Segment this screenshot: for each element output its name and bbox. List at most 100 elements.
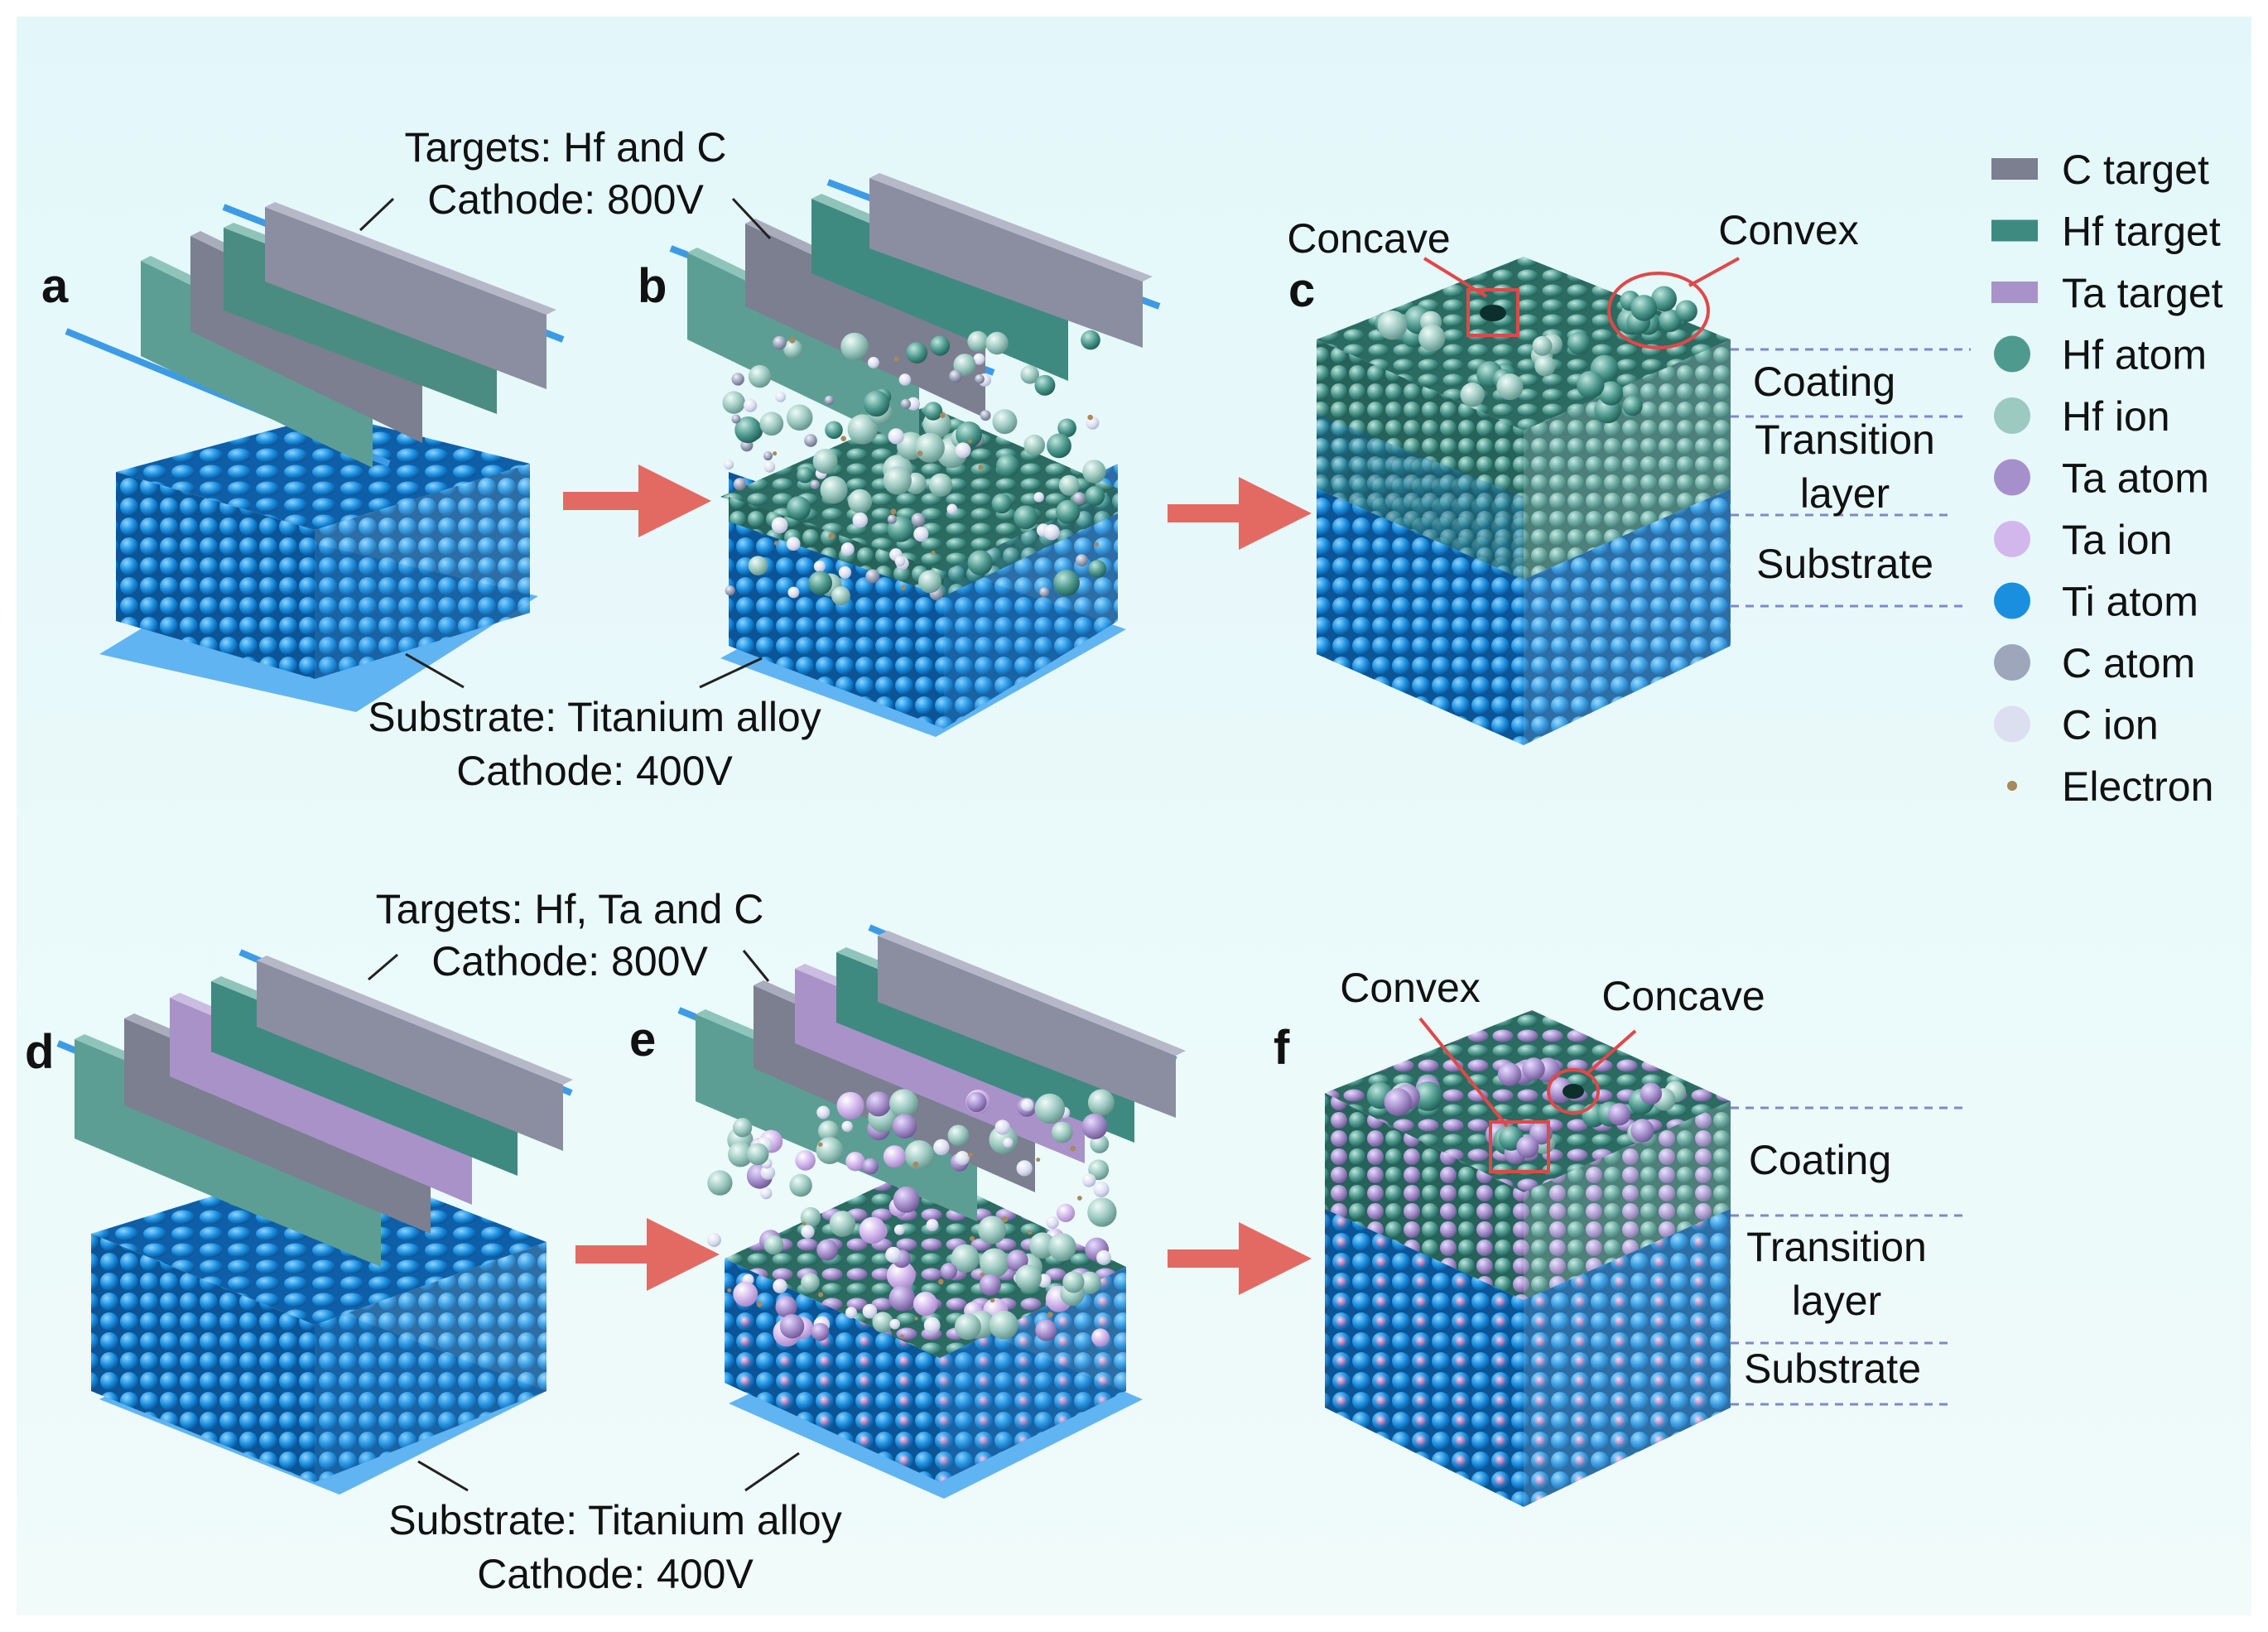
legend-swatch [1991,219,2038,242]
panel-label-a: a [41,259,69,313]
concave-pit [1480,305,1506,321]
plasma-particle [812,449,838,474]
legend-label: Ta atom [2062,455,2209,502]
plasma-particle [888,428,904,445]
plasma-particle [930,335,951,356]
plasma-particle [898,373,912,386]
legend-label: Hf target [2062,209,2221,255]
panel-label-c: c [1288,263,1315,317]
plasma-particle [783,339,803,359]
plasma-particle [912,1292,938,1317]
plasma-particle [1070,1145,1076,1152]
plasma-particle [808,570,833,595]
plasma-particle [840,332,869,361]
plasma-particle [1014,505,1038,530]
panel-d-targets [56,949,573,1267]
target-leader-b [731,197,772,240]
plasma-particle [966,1091,987,1113]
plasma-particle [939,412,946,418]
plasma-particle [733,478,747,491]
concave-label-c: Concave [1287,215,1450,262]
plasma-particle [863,390,890,417]
plasma-particle [820,475,848,504]
plasma-particle [900,398,912,410]
plasma-particle [862,1158,879,1175]
plasma-particle [1087,414,1093,421]
plasma-particle [1047,1233,1076,1262]
plasma-particle [818,1142,823,1147]
plasma-particle [727,1288,732,1293]
plasma-particle [1096,1249,1111,1265]
surface-atom [1630,295,1658,321]
plasma-particle [728,1142,754,1167]
plasma-particle [802,1221,807,1225]
plasma-particle [955,1151,970,1166]
legend-swatch [1994,335,2030,373]
concave-leader-f [1584,1029,1637,1076]
transition-label-f-2: layer [1792,1278,1881,1324]
plasma-particle [931,551,936,555]
plasma-particle [872,1312,893,1333]
plasma-particle [889,1318,900,1330]
plasma-particle [1091,1328,1110,1347]
plasma-particle [1052,1121,1073,1143]
plasma-particle [1062,1271,1085,1293]
substrate-label-c: Substrate [1756,541,1933,587]
surface-atom [1608,1103,1631,1126]
plasma-particle [991,493,1012,514]
plasma-particle [893,356,899,362]
plasma-particle [789,337,796,344]
legend-label: Ta target [2062,270,2223,316]
plasma-particle [979,1273,1001,1296]
plasma-particle [763,461,776,473]
plasma-particle [1053,570,1080,596]
plasma-particle [763,451,773,461]
plasma-particle [1021,1098,1034,1112]
legend-item: Ta atom [1994,455,2209,502]
plasma-particle [733,1281,758,1307]
plasma-particle [892,1114,917,1139]
plasma-particle [816,1137,844,1164]
convex-leader-c [1688,257,1740,287]
legend-item: Hf atom [1994,332,2207,378]
plasma-particle [933,1139,950,1156]
plasma-particle [949,369,962,383]
panel-f-surface-clusters [1366,1057,1687,1164]
target-leader-d [368,953,398,981]
surface-atom [1658,309,1682,333]
panel-label-e: e [629,1013,656,1066]
panel-c-surface-clusters [1375,286,1697,424]
concave-pit [1563,1084,1584,1099]
legend-item: Hf ion [1994,393,2170,440]
plasma-particle [760,1165,776,1180]
plasma-particle [1047,1312,1053,1318]
surface-atom [1640,1082,1663,1105]
plasma-particle [946,503,958,515]
plasma-particle [992,409,1018,435]
panel-label-b: b [638,259,667,313]
plasma-particle [787,496,811,521]
plasma-particle [883,1145,906,1168]
plasma-particle [775,1296,797,1318]
plasma-particle [804,434,817,447]
legend-label: C atom [2062,640,2195,686]
surface-atom [1567,331,1591,355]
plasma-particle [888,1284,916,1312]
plasma-particle [746,1143,769,1166]
surface-atom [1460,383,1485,407]
plasma-particle [845,1152,865,1172]
plasma-particle [773,451,778,456]
plasma-particle [918,570,941,594]
convex-marker-c [1607,272,1710,349]
plasma-particle [923,402,943,421]
plasma-particle [926,1219,939,1231]
plasma-particle [786,537,801,551]
plasma-particle [847,414,878,445]
plasma-particle [1072,492,1086,505]
plasma-particle [748,556,768,575]
convex-leader-f [1418,1017,1509,1128]
plasma-particle [887,514,897,524]
legend-item: Hf target [1991,209,2221,255]
